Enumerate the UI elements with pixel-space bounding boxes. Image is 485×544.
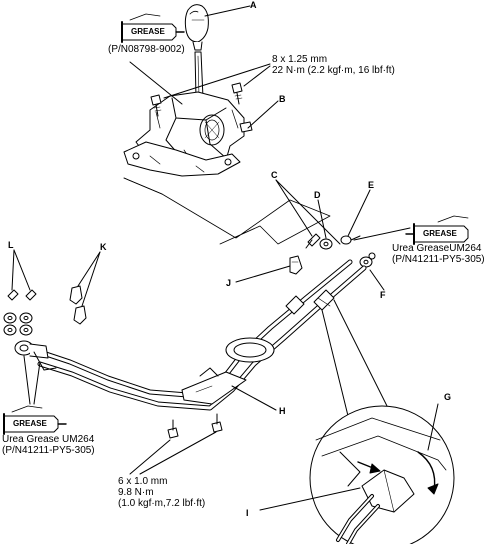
leader-k-2 (81, 251, 101, 307)
assembly-outline (123, 177, 331, 245)
leader-grease-left-2 (33, 361, 41, 405)
leader-h (231, 385, 277, 411)
grease-tag-left: GREASE (13, 419, 47, 428)
cotter-pin-c (305, 233, 321, 249)
callout-k: K (100, 242, 107, 252)
shift-lever-housing (123, 91, 253, 177)
cable-bracket (181, 337, 275, 405)
leader-torque-top-1 (163, 63, 271, 99)
leader-bolt-bottom-2 (139, 431, 217, 475)
leader-c2 (275, 179, 341, 245)
shift-lever (194, 51, 204, 99)
leader-grease-left-1 (23, 355, 31, 405)
grease-tube-left (3, 405, 67, 435)
parts-l (3, 289, 37, 336)
pin-e (340, 235, 361, 245)
leader-a (204, 5, 251, 17)
cable-end-left (14, 340, 57, 371)
callout-g: G (444, 392, 452, 402)
detail-view (309, 405, 455, 544)
shift-knob (184, 4, 209, 51)
torque-bottom-size: 6 x 1.0 mm (118, 476, 168, 487)
leader-g (427, 403, 439, 451)
urea-right-pn: (P/N41211-PY5-305) (392, 254, 485, 265)
leader-torque-top-2 (243, 65, 271, 87)
parts-k (69, 285, 87, 325)
callout-l: L (8, 240, 14, 250)
leader-bolt-bottom-1 (129, 439, 171, 475)
torque-top-value: 22 N·m (2.2 kgf·m, 16 lbf·ft) (272, 65, 395, 76)
leader-k-1 (77, 251, 101, 287)
leader-l-1 (11, 249, 15, 291)
clip-j (289, 255, 303, 275)
grease-tag-top: GREASE (131, 27, 165, 36)
joint-f (359, 252, 376, 268)
callout-c: C (271, 170, 278, 180)
callout-b: B (279, 94, 286, 104)
bolt-left (150, 94, 162, 117)
callout-a: A (250, 0, 257, 10)
urea-left-name: Urea Grease UM264 (2, 434, 95, 445)
leader-grease-right (353, 227, 411, 241)
leader-detail-2 (333, 299, 391, 413)
callout-e: E (368, 180, 375, 190)
leader-j (235, 265, 291, 283)
grease-tube-top (121, 13, 185, 43)
grease-tag-right: GREASE (423, 229, 457, 238)
grease-tube-right (405, 215, 469, 245)
leader-f (369, 269, 385, 291)
callout-h: H (279, 406, 286, 416)
bolt-bottom-right (211, 413, 223, 433)
leader-i (259, 487, 361, 511)
leader-detail-1 (321, 309, 351, 425)
callout-i: I (246, 508, 249, 518)
torque-bottom-nm: 9.8 N·m (118, 487, 154, 498)
part-number-top: (P/N08798-9002) (108, 44, 185, 55)
urea-right-name: Urea GreaseUM264 (392, 243, 482, 254)
leader-e (347, 189, 371, 237)
leader-b (247, 100, 279, 129)
leader-c (275, 179, 313, 237)
leader-l-2 (13, 249, 31, 291)
torque-top-size: 8 x 1.25 mm (272, 54, 328, 65)
torque-bottom-kgf: (1.0 kgf·m,7.2 lbf·ft) (118, 498, 206, 509)
callout-f: F (380, 290, 386, 300)
bolt-right (231, 82, 243, 105)
leader-grease-top (129, 61, 183, 105)
callout-j: J (226, 278, 232, 288)
urea-left-pn: (P/N41211-PY5-305) (2, 445, 95, 456)
washer-d (319, 238, 333, 250)
bolt-bottom-left (167, 419, 179, 439)
callout-d: D (314, 190, 321, 200)
leader-d (317, 199, 327, 239)
